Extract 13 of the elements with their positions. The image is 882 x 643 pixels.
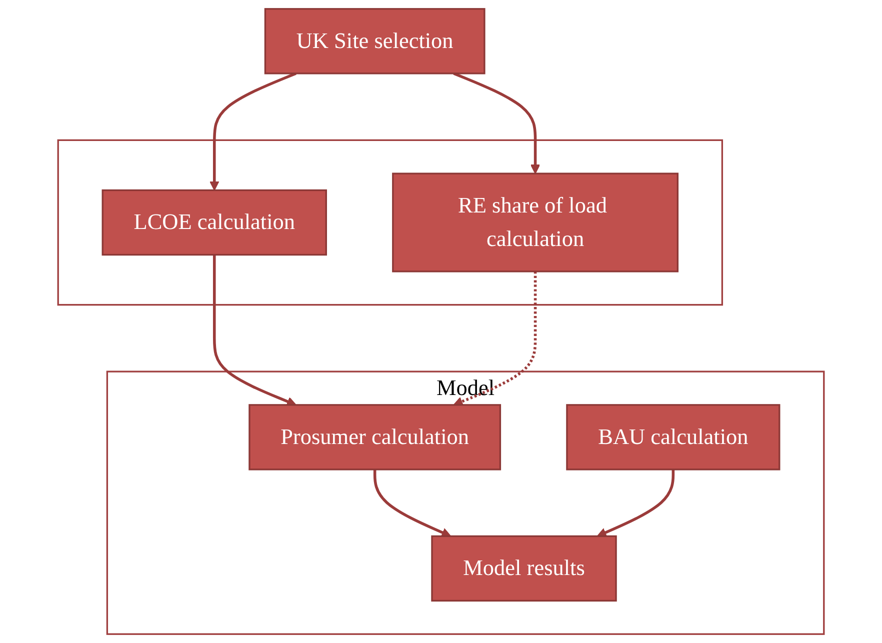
arrow (373, 469, 452, 538)
cluster (57, 139, 724, 306)
node-box: BAU calculation (566, 404, 780, 470)
node-box: UK Site selection (264, 8, 486, 74)
arrow (212, 254, 296, 406)
node-box: LCOE calculation (102, 189, 327, 256)
node-box: Prosumer calculation (248, 404, 502, 470)
node-box: Model results (431, 535, 617, 602)
node-box: RE share of load calculation (392, 172, 679, 272)
arrow (596, 469, 675, 538)
arrow (209, 72, 296, 191)
arrow (453, 72, 540, 174)
arrow (453, 271, 537, 406)
